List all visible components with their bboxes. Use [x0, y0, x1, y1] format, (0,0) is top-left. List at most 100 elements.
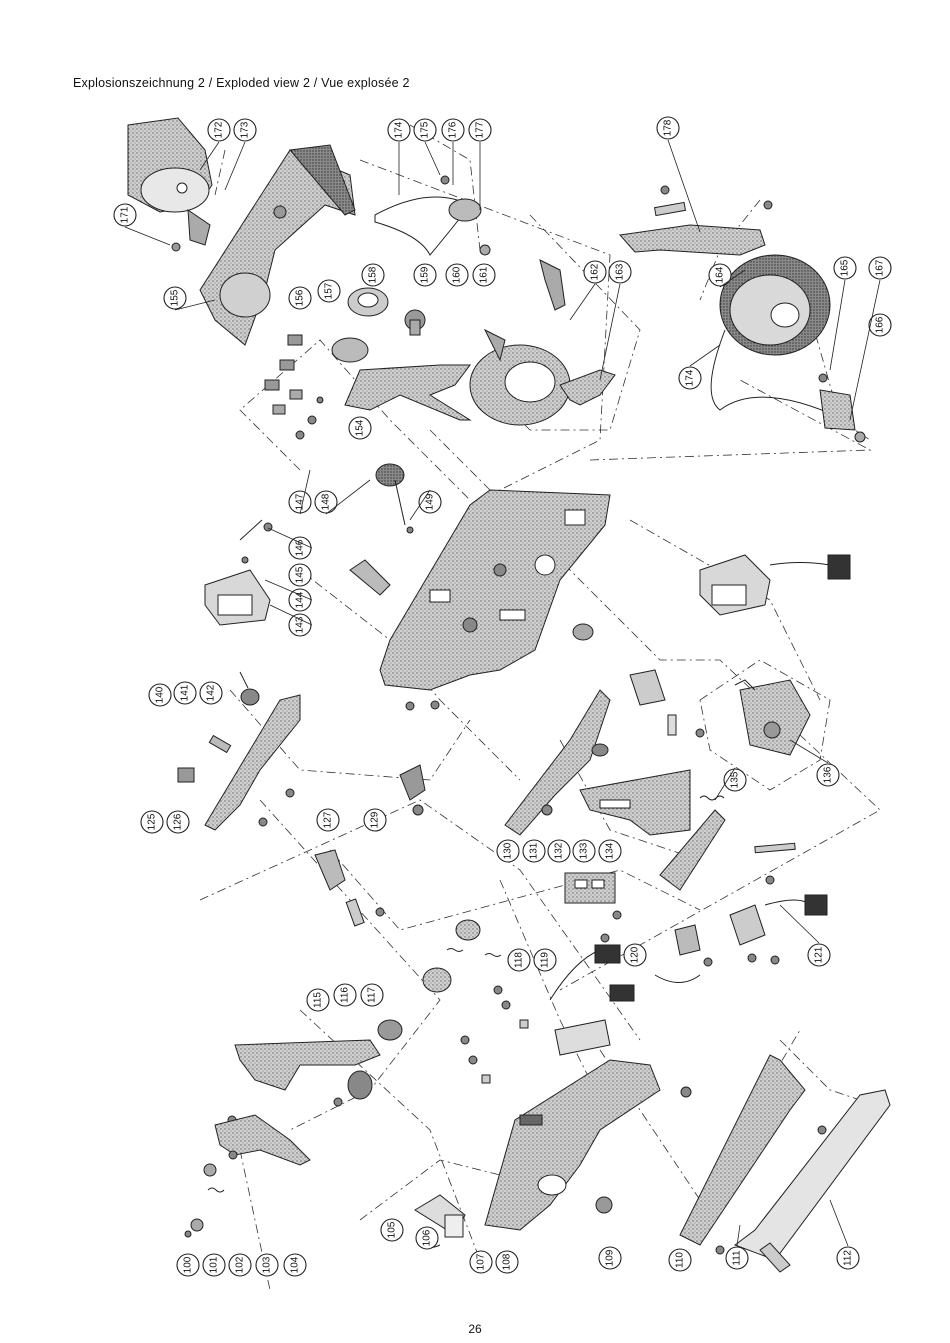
base-plate-108 [484, 1059, 692, 1231]
svg-text:110: 110 [675, 1252, 686, 1268]
callout-103: 103 [255, 1253, 279, 1277]
shaft-parts [377, 919, 529, 1084]
svg-text:167: 167 [875, 259, 886, 276]
svg-text:154: 154 [355, 419, 366, 436]
callout-118: 118 [507, 948, 531, 972]
part-129 [399, 764, 426, 816]
svg-text:161: 161 [479, 266, 490, 283]
callouts: 100 101 102 103 104 105 106 107 108 109 … [113, 116, 892, 1277]
solenoid-143 [204, 519, 273, 626]
svg-text:133: 133 [579, 842, 590, 859]
callout-119: 119 [533, 948, 557, 972]
svg-text:165: 165 [840, 259, 851, 276]
svg-text:125: 125 [147, 813, 158, 830]
callout-111: 111 [725, 1246, 749, 1270]
small-bushings [264, 334, 324, 440]
svg-text:166: 166 [875, 316, 886, 333]
svg-text:156: 156 [295, 289, 306, 306]
callout-141: 141 [173, 681, 197, 705]
callout-140: 140 [148, 683, 172, 707]
callout-166: 166 [868, 313, 892, 337]
callout-131: 131 [522, 839, 546, 863]
callout-109: 109 [598, 1246, 622, 1270]
callout-110: 110 [668, 1248, 692, 1272]
svg-text:131: 131 [529, 842, 540, 859]
svg-text:126: 126 [173, 813, 184, 830]
callout-172: 172 [207, 118, 231, 142]
svg-text:172: 172 [214, 121, 225, 138]
svg-text:109: 109 [605, 1249, 616, 1266]
callout-102: 102 [228, 1253, 252, 1277]
svg-text:129: 129 [370, 811, 381, 828]
leader-lines [124, 139, 881, 1247]
part-120 [654, 924, 713, 983]
cover-112 [733, 1089, 891, 1273]
callout-142: 142 [199, 681, 223, 705]
svg-text:103: 103 [262, 1256, 273, 1273]
brake-assembly-136 [699, 659, 831, 791]
svg-text:111: 111 [732, 1250, 743, 1266]
svg-text:120: 120 [630, 946, 641, 963]
plate-126 [177, 671, 301, 831]
callout-146: 146 [288, 536, 312, 560]
callout-130: 130 [496, 839, 520, 863]
svg-text:173: 173 [240, 121, 251, 138]
small-spring-washers [184, 1163, 225, 1238]
slider-127 [314, 849, 385, 927]
solenoid-right [699, 554, 851, 616]
svg-text:148: 148 [321, 493, 332, 510]
callout-147: 147 [288, 490, 312, 514]
callout-161: 161 [472, 263, 496, 287]
callout-125: 125 [140, 810, 164, 834]
switch-105 [414, 1194, 466, 1248]
callout-162: 162 [583, 260, 607, 284]
callout-133: 133 [572, 839, 596, 863]
svg-text:145: 145 [295, 566, 306, 583]
svg-text:101: 101 [209, 1256, 220, 1273]
callout-149: 149 [418, 490, 442, 514]
motor-bracket [199, 144, 356, 346]
callout-163: 163 [608, 260, 632, 284]
svg-text:164: 164 [715, 266, 726, 283]
svg-text:159: 159 [420, 266, 431, 283]
svg-text:117: 117 [367, 987, 378, 1003]
part-132 [564, 872, 622, 943]
bracket-plate-154 [344, 364, 472, 421]
svg-text:135: 135 [730, 771, 741, 788]
callout-145: 145 [288, 563, 312, 587]
svg-text:112: 112 [843, 1250, 854, 1266]
svg-text:118: 118 [514, 952, 525, 968]
callout-117: 117 [360, 983, 384, 1007]
callout-127: 127 [316, 808, 340, 832]
connector-119 [549, 944, 635, 1056]
spring-135 [699, 795, 725, 801]
callout-148: 148 [314, 490, 338, 514]
callout-158: 158 [361, 263, 385, 287]
callout-171: 171 [113, 203, 137, 227]
callout-143: 143 [288, 613, 312, 637]
svg-text:134: 134 [605, 842, 616, 859]
plate-134 [659, 809, 726, 891]
svg-text:160: 160 [452, 266, 463, 283]
svg-text:157: 157 [324, 282, 335, 299]
svg-text:132: 132 [554, 842, 565, 859]
callout-167: 167 [868, 256, 892, 280]
callout-120: 120 [623, 943, 647, 967]
svg-text:175: 175 [420, 121, 431, 138]
callout-126: 126 [166, 810, 190, 834]
svg-text:100: 100 [183, 1256, 194, 1273]
callout-176: 176 [441, 118, 465, 142]
svg-text:119: 119 [540, 952, 551, 968]
callout-174-right: 174 [678, 366, 702, 390]
flywheel [469, 259, 616, 426]
svg-text:176: 176 [448, 121, 459, 138]
callout-144: 144 [288, 588, 312, 612]
page-number: 26 [468, 1322, 482, 1336]
callout-159: 159 [413, 263, 437, 287]
callout-116: 116 [333, 983, 357, 1007]
svg-text:115: 115 [313, 992, 324, 1008]
svg-text:149: 149 [425, 493, 436, 510]
callout-104: 104 [283, 1253, 307, 1277]
plate-130 [504, 689, 611, 836]
callout-177: 177 [468, 118, 492, 142]
